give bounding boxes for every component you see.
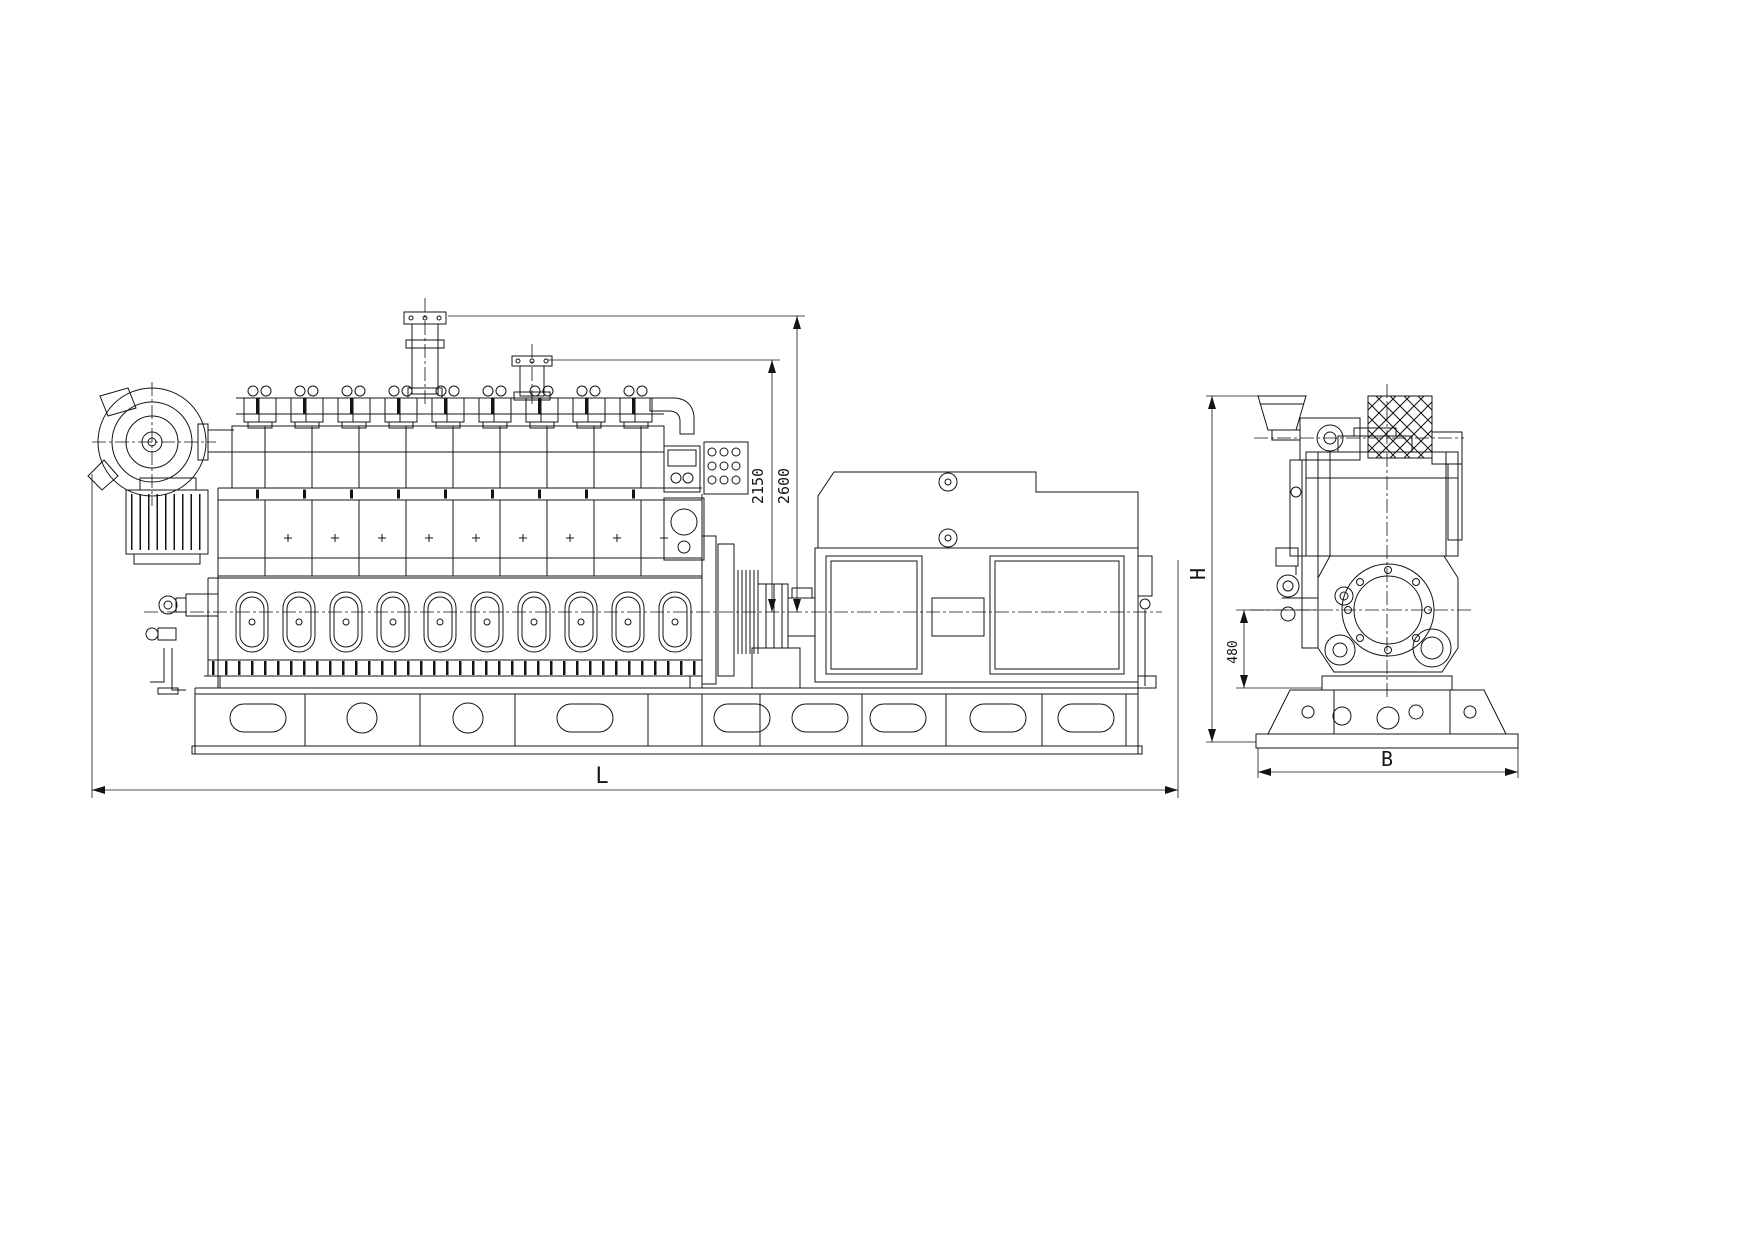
turbocharger: [87, 387, 234, 565]
panel-center-marks: [283, 533, 669, 543]
base-frame: [191, 687, 1143, 755]
dim-label-height: H: [1186, 568, 1210, 580]
air-filter-hatched: [1367, 395, 1433, 459]
engine-block: [217, 425, 703, 688]
instrument-panel: [663, 441, 749, 561]
crankcase: [204, 577, 702, 688]
end-engine-body: [1305, 427, 1463, 557]
dim-label-2600: 2600: [775, 468, 793, 504]
dim-arrows: [92, 316, 1518, 794]
dim-width: [1257, 748, 1519, 778]
end-crankcase: [1317, 555, 1459, 673]
exhaust-manifold: [236, 397, 664, 415]
front-end-accessories: [145, 593, 219, 695]
dim-height: [1206, 395, 1258, 743]
end-centerlines: [1250, 384, 1472, 700]
end-turbocharger: [1257, 395, 1369, 461]
dim-480: [1236, 609, 1322, 689]
centerlines: [92, 298, 1162, 613]
exhaust-stack-main: [403, 311, 447, 399]
dimension-labels: 2150 2600 L H 480 B: [595, 468, 1393, 789]
exhaust-elbow: [649, 397, 695, 435]
end-view: [1250, 384, 1519, 749]
dim-2600: [448, 315, 805, 612]
side-view: [87, 298, 1162, 755]
dimensions: [91, 315, 1519, 798]
dim-2150: [548, 359, 780, 612]
dim-length: [91, 474, 1179, 798]
generator: [814, 471, 1157, 689]
dim-label-480: 480: [1226, 640, 1241, 663]
dim-label-length: L: [595, 764, 608, 789]
dim-label-2150: 2150: [749, 468, 767, 504]
dim-label-width: B: [1381, 747, 1393, 771]
end-piping: [1275, 459, 1319, 649]
end-base: [1255, 675, 1519, 749]
